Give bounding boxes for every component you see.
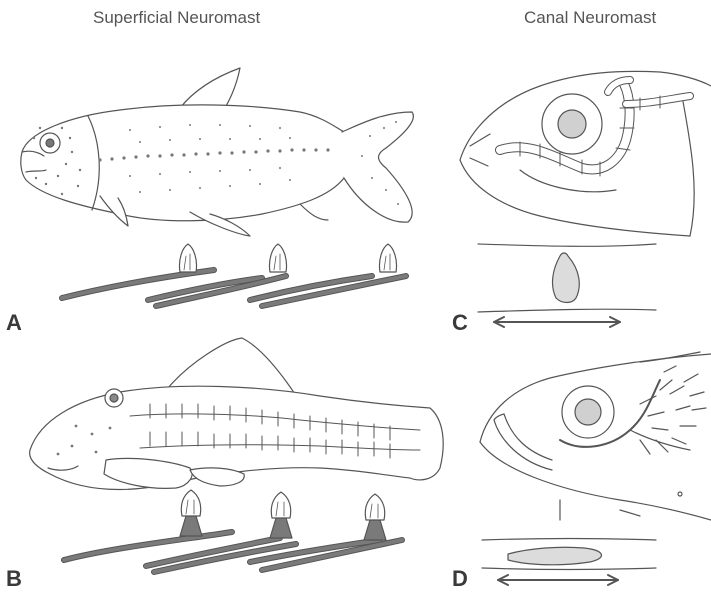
superficial-neuromasts-a (62, 244, 406, 306)
superficial-neuromast-title: Superficial Neuromast (93, 8, 260, 28)
head-d-drawing (480, 352, 711, 520)
head-c-drawing (460, 71, 711, 236)
panel-label-a: A (6, 310, 22, 336)
panel-label-d: D (452, 566, 468, 592)
superficial-neuromasts-b (64, 490, 402, 572)
canal-neuromast-title: Canal Neuromast (524, 8, 656, 28)
panel-label-b: B (6, 566, 22, 592)
canal-neuromast-d (482, 539, 656, 586)
panel-label-c: C (452, 310, 468, 336)
fish-a-body (21, 105, 349, 221)
caudal-fin-a (342, 112, 413, 222)
canal-neuromast-c (478, 244, 656, 327)
fish-a-drawing (21, 68, 414, 236)
fish-b-drawing (30, 338, 444, 489)
